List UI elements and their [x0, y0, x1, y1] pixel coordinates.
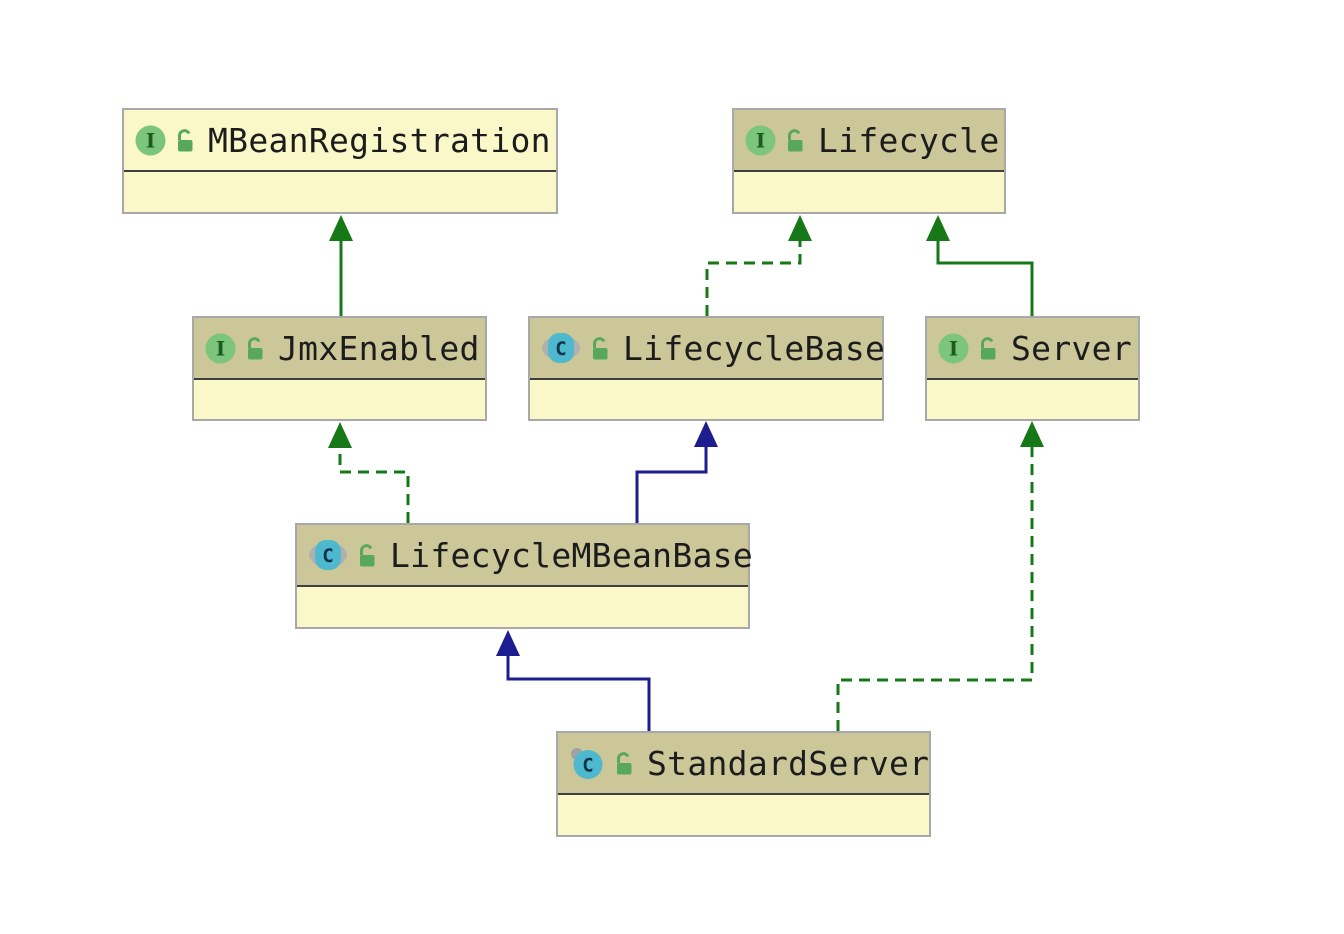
svg-text:I: I [949, 336, 958, 360]
class-name-label: Server [1011, 328, 1133, 368]
node-members-section [124, 172, 556, 212]
public-unlocked-lock-icon [977, 335, 998, 362]
svg-text:I: I [756, 128, 765, 152]
class-name-label: JmxEnabled [278, 328, 480, 368]
node-members-section [530, 380, 882, 419]
node-header: I Server [927, 318, 1138, 380]
class-node-jmxenabled[interactable]: I JmxEnabled [192, 316, 487, 421]
public-unlocked-lock-icon [356, 542, 377, 569]
svg-text:C: C [322, 545, 333, 567]
node-members-section [927, 380, 1138, 419]
class-name-label: LifecycleBase [623, 328, 886, 368]
svg-text:I: I [216, 336, 225, 360]
edge-server-extends-lifecycle [926, 215, 1034, 316]
public-unlocked-lock-icon [244, 335, 265, 362]
interface-icon: I [938, 333, 969, 364]
edge-standardserver-implements-server [836, 421, 1044, 731]
class-name-label: MBeanRegistration [208, 120, 551, 160]
node-members-section [194, 380, 485, 419]
class-name-label: StandardServer [647, 743, 930, 783]
edge-lifecyclebase-implements-lifecycle [705, 215, 812, 316]
svg-text:C: C [555, 338, 566, 360]
node-header: C LifecycleBase [530, 318, 886, 380]
class-node-mbeanregistration[interactable]: I MBeanRegistration [122, 108, 558, 214]
node-header: C LifecycleMBeanBase [297, 525, 753, 587]
interface-icon: I [135, 125, 166, 156]
edge-lifecyclembeanbase-extends-lifecyclebase [635, 421, 718, 523]
final-class-icon: C [569, 747, 605, 780]
interface-icon: I [745, 125, 776, 156]
class-node-standardserver[interactable]: C StandardServer [556, 731, 931, 837]
node-header: C StandardServer [558, 733, 929, 795]
class-name-label: Lifecycle [818, 120, 1000, 160]
node-members-section [558, 795, 929, 835]
node-header: I Lifecycle [734, 110, 1004, 172]
class-node-server[interactable]: I Server [925, 316, 1140, 421]
class-node-lifecyclembeanbase[interactable]: C LifecycleMBeanBase [295, 523, 753, 629]
node-header: I MBeanRegistration [124, 110, 556, 172]
class-node-lifecyclebase[interactable]: C LifecycleBase [528, 316, 886, 421]
svg-text:C: C [582, 754, 593, 776]
edge-standardserver-extends-lifecyclembeanbase [496, 630, 651, 731]
public-unlocked-lock-icon [613, 750, 634, 777]
node-header: I JmxEnabled [194, 318, 485, 380]
node-members-section [734, 172, 1004, 212]
node-members-section [297, 587, 748, 627]
abstract-class-icon: C [541, 332, 581, 364]
edge-lifecyclembeanbase-implements-jmxenabled [328, 422, 410, 523]
edge-jmxenabled-extends-mbeanregistration [329, 215, 353, 316]
public-unlocked-lock-icon [589, 335, 610, 362]
public-unlocked-lock-icon [174, 127, 195, 154]
interface-icon: I [205, 333, 236, 364]
class-name-label: LifecycleMBeanBase [390, 535, 754, 575]
public-unlocked-lock-icon [784, 127, 805, 154]
svg-text:I: I [146, 128, 155, 152]
abstract-class-icon: C [308, 539, 348, 571]
class-node-lifecycle[interactable]: I Lifecycle [732, 108, 1006, 214]
